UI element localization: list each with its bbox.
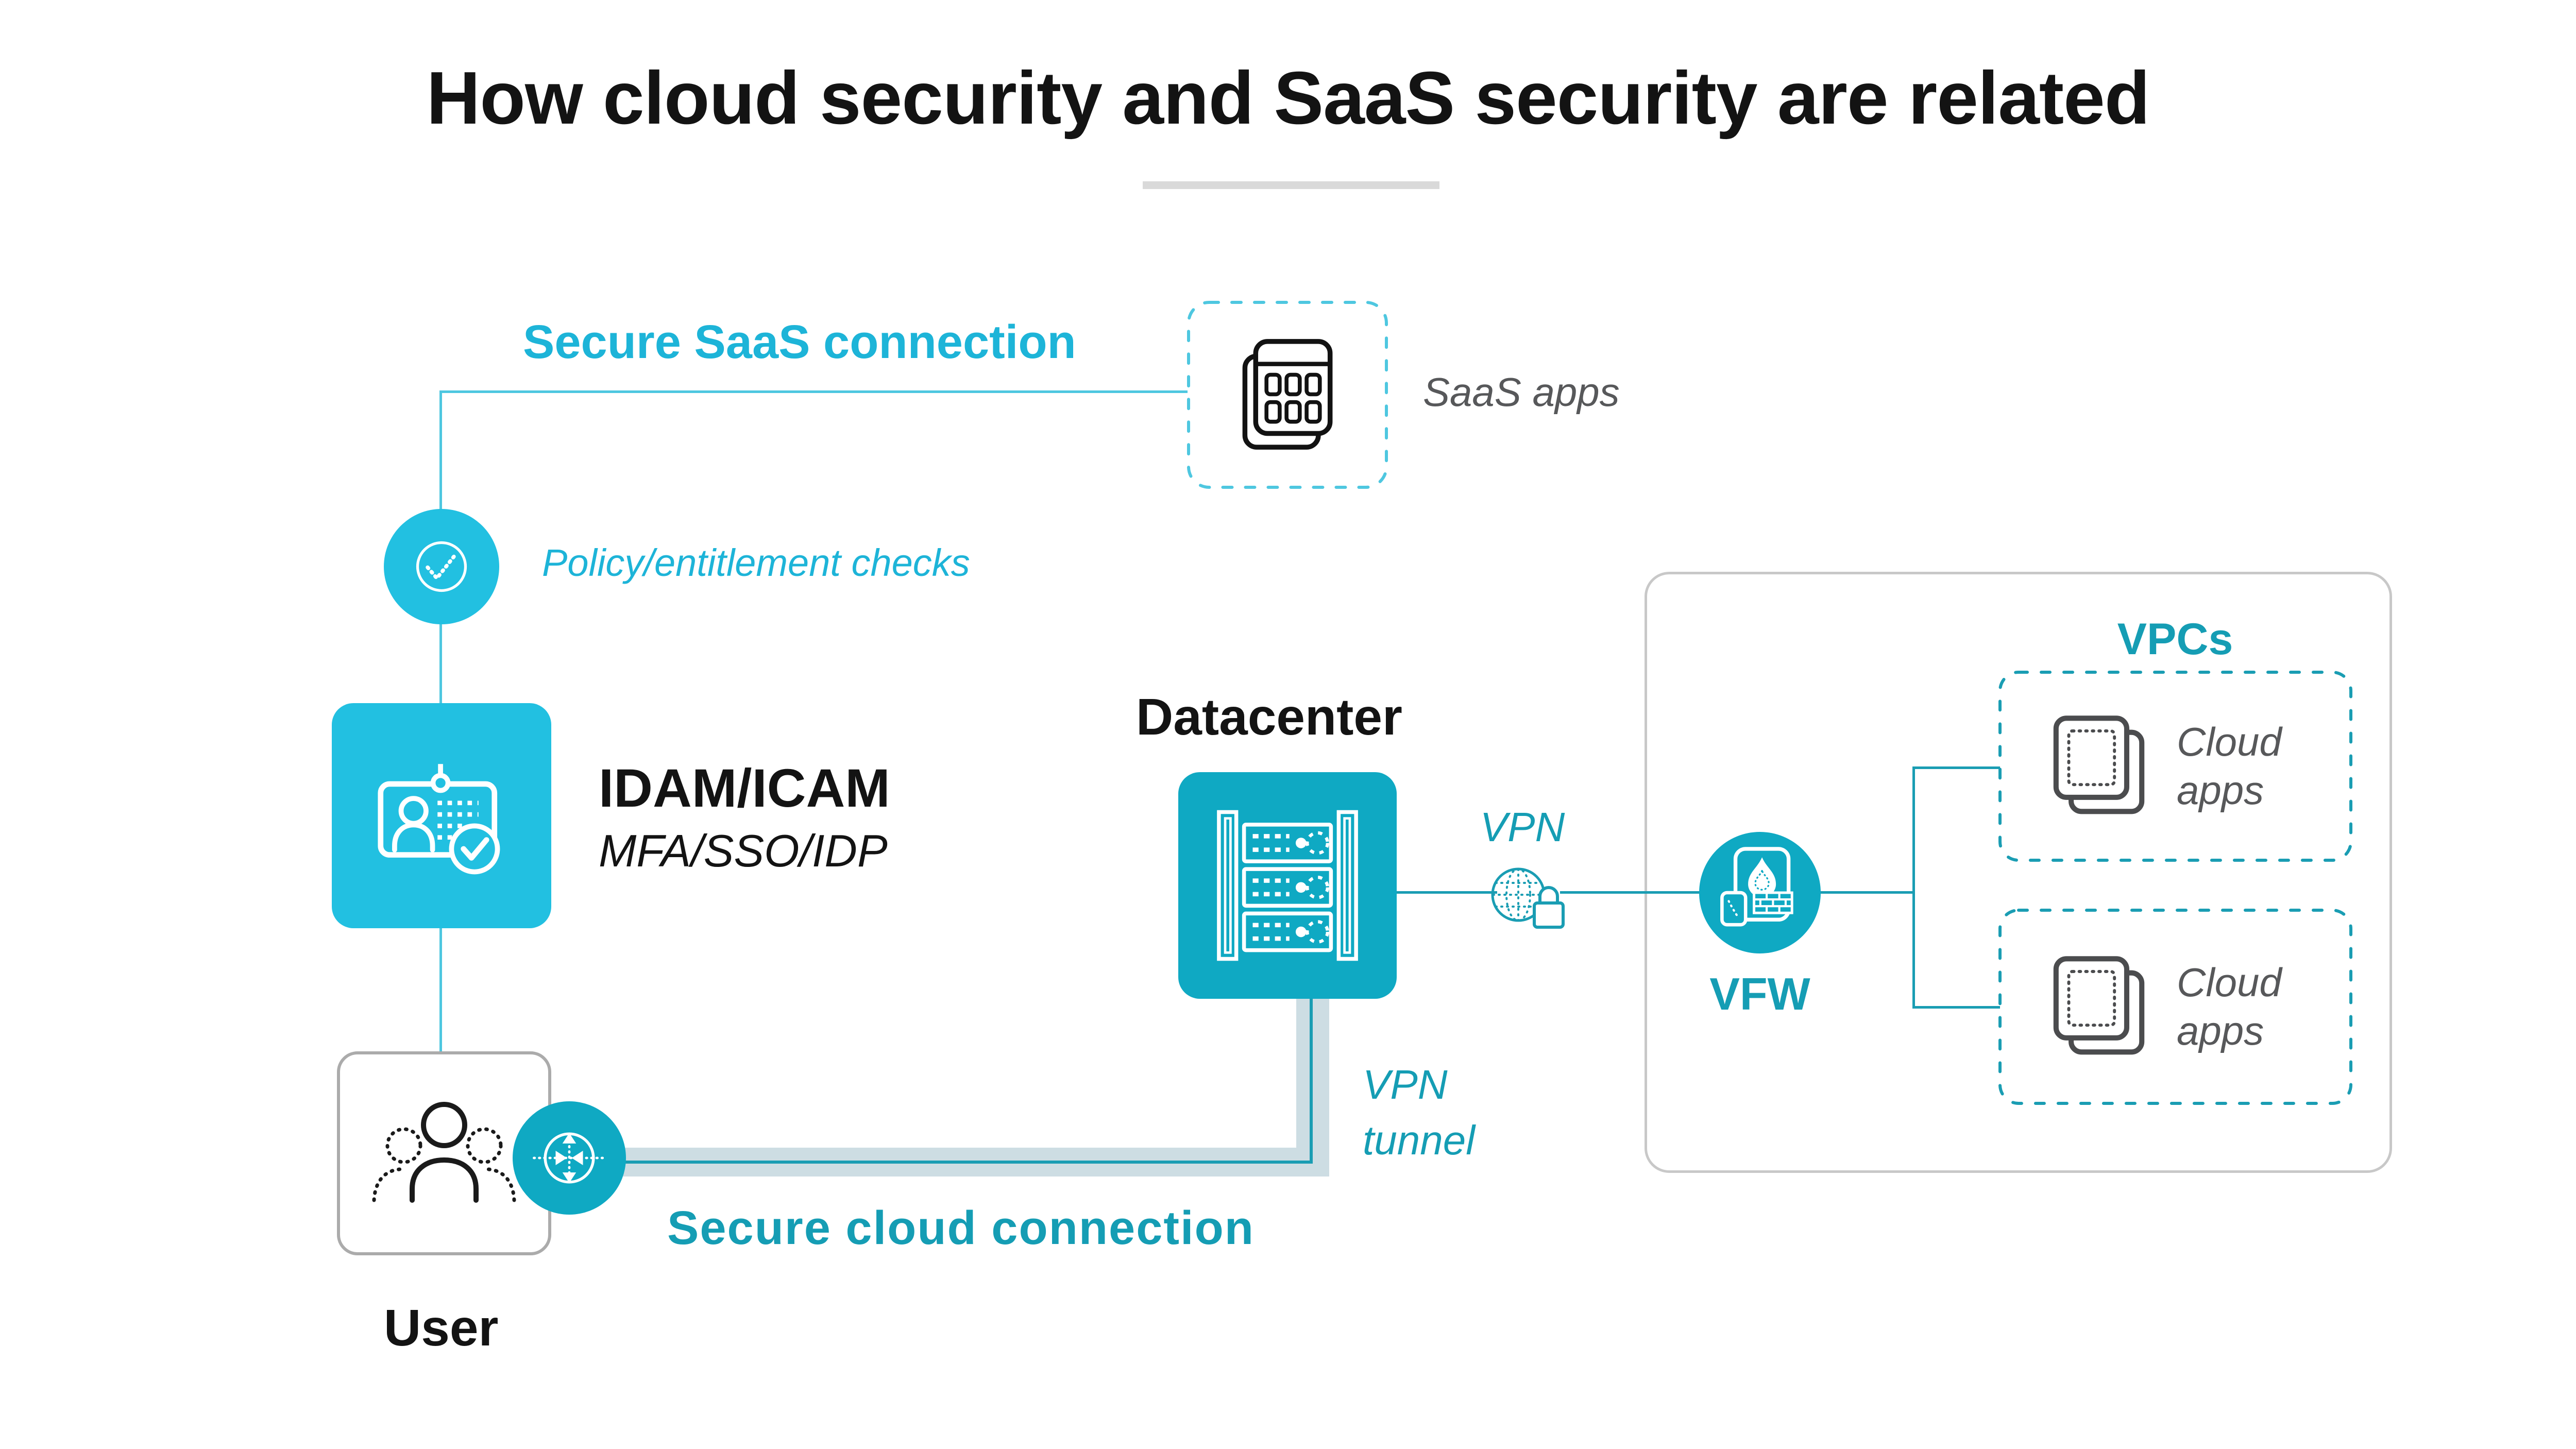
app-grid-icon: [1242, 339, 1333, 450]
idam-to-user-line: [439, 927, 442, 1053]
vpn-tunnel-band-vertical: [1296, 999, 1329, 1177]
datacenter-node: [1178, 772, 1397, 999]
user-label: User: [384, 1299, 499, 1357]
idam-title: IDAM/ICAM: [599, 758, 890, 819]
router-node: [513, 1101, 626, 1215]
vfw-to-bracket-line: [1820, 891, 1914, 894]
datacenter-to-vpn-line: [1397, 891, 1497, 894]
bracket-branch-top: [1912, 766, 2000, 769]
page-title: How cloud security and SaaS security are…: [426, 56, 2150, 140]
firewall-icon: [1720, 847, 1793, 927]
vpn-tunnel-label: VPN tunnel: [1363, 1062, 1475, 1163]
policy-entitlement-label: Policy/entitlement checks: [542, 541, 970, 584]
vpn-to-vfw-line: [1560, 891, 1700, 894]
globe-lock-icon: [1491, 867, 1565, 929]
id-badge-icon: [378, 763, 500, 874]
stacked-app-icon: [2053, 956, 2145, 1054]
secure-saas-connection-label: Secure SaaS connection: [523, 316, 1076, 368]
saas-connection-line-horizontal: [439, 390, 1188, 393]
vpn-label: VPN: [1480, 804, 1565, 850]
vfw-label: VFW: [1709, 968, 1810, 1019]
cloud-apps-label-1: Cloud apps: [2177, 719, 2282, 813]
idam-node: [332, 703, 551, 928]
cloud-apps-box-1: Cloud apps: [1998, 670, 2353, 862]
secure-cloud-connection-label: Secure cloud connection: [667, 1202, 1255, 1254]
stacked-app-icon: [2053, 715, 2145, 814]
vfw-node: [1699, 832, 1821, 953]
title-underline: [1143, 181, 1439, 189]
datacenter-label: Datacenter: [1136, 688, 1402, 746]
bracket-branch-bottom: [1912, 1006, 2000, 1009]
cloud-apps-box-2: Cloud apps: [1998, 908, 2353, 1105]
cloud-connection-line-vertical: [1310, 999, 1313, 1164]
bracket-vertical-line: [1912, 766, 1915, 1009]
server-rack-icon: [1217, 810, 1358, 961]
check-circle-icon: [416, 541, 467, 592]
router-icon: [533, 1132, 606, 1184]
cloud-connection-line-horizontal: [567, 1161, 1313, 1164]
idam-subtitle: MFA/SSO/IDP: [599, 825, 888, 876]
cloud-apps-label-2: Cloud apps: [2177, 959, 2282, 1053]
users-icon: [372, 1102, 516, 1203]
saas-apps-label: SaaS apps: [1423, 369, 1620, 415]
vpcs-label: VPCs: [2117, 615, 2233, 664]
policy-check-node: [384, 509, 499, 624]
